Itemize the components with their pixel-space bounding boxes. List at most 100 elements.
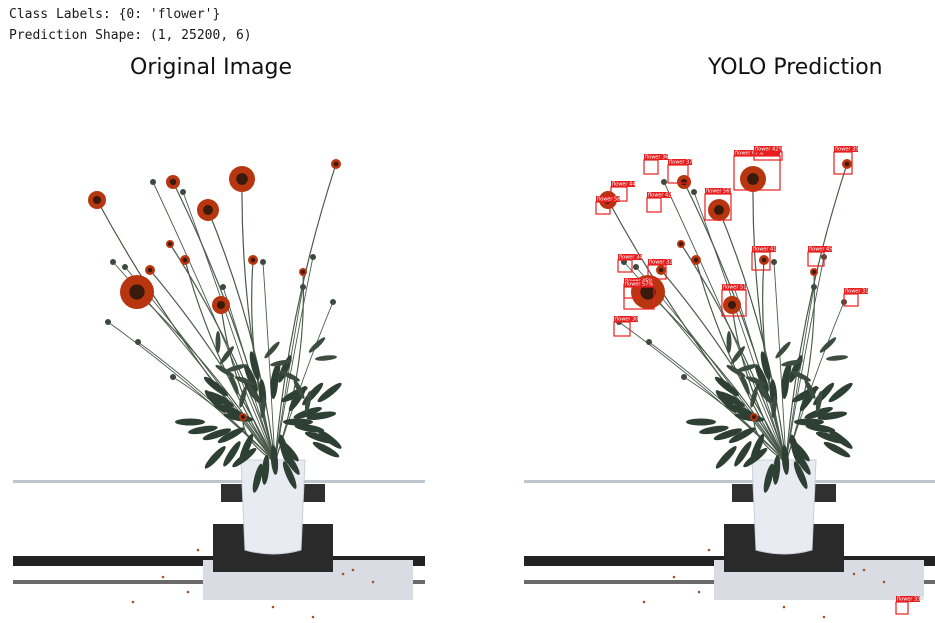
orig-leaf-15 <box>232 447 257 468</box>
pred-bud-0 <box>661 179 667 185</box>
detection-label-bg <box>624 281 654 287</box>
orig-leaf-16 <box>217 427 245 444</box>
detection-10: flower 34% <box>617 254 647 273</box>
detection-label: flower 37% <box>669 160 697 166</box>
detection-label-bg <box>596 196 620 202</box>
pred-upper-leaf-0 <box>726 331 732 353</box>
orig-leaf-27 <box>249 351 260 381</box>
orig-flower-center-6 <box>216 300 226 310</box>
orig-leaf-17 <box>202 428 232 441</box>
pred-bud-stem-11 <box>648 341 787 463</box>
orig-upper-leaf-4 <box>247 384 261 404</box>
orig-pot <box>240 459 306 555</box>
pred-flower-center-9 <box>812 270 816 274</box>
orig-leaf-30 <box>270 360 281 391</box>
pred-leaf-19 <box>686 418 716 426</box>
detection-label-bg <box>808 246 832 252</box>
pred-debris-3 <box>882 580 886 584</box>
pred-stem-0 <box>607 199 787 463</box>
pred-debris-5 <box>782 605 786 609</box>
orig-table-edge <box>13 480 425 483</box>
detection-box <box>646 197 662 213</box>
prediction-shape-line: Prediction Shape: (1, 25200, 6) <box>9 28 252 43</box>
pred-flower-center-5 <box>640 284 656 300</box>
detection-label-bg <box>648 259 672 265</box>
pred-leaf-27 <box>760 351 771 381</box>
detection-label: flower 31% <box>845 289 873 295</box>
pred-leaf-0 <box>794 418 824 426</box>
detection-16: flower 35% <box>833 146 863 175</box>
orig-debris-2 <box>351 568 355 572</box>
pred-bud-stem-1 <box>693 191 787 463</box>
detection-4: flower 56% <box>704 188 734 221</box>
orig-bud-4 <box>260 259 266 265</box>
orig-bud-stem-11 <box>137 341 276 463</box>
detection-label-bg <box>614 316 638 322</box>
orig-leaf-34 <box>317 382 342 403</box>
orig-bud-stem-5 <box>274 256 314 463</box>
orig-leaf-37 <box>306 411 337 420</box>
pred-upper-leaf-11 <box>819 337 837 353</box>
detection-1: flower 37% <box>667 159 697 184</box>
detection-13: flower 57% <box>623 281 655 310</box>
orig-bud-7 <box>105 319 111 325</box>
orig-flower-center-9 <box>301 270 305 274</box>
detection-label: flower 42% <box>755 147 783 153</box>
detection-11: flower 32% <box>647 259 677 280</box>
pred-upper-leaf-1 <box>731 346 745 364</box>
orig-flower-center-2 <box>236 173 248 185</box>
orig-upper-leaf-9 <box>293 379 305 399</box>
orig-flower-center-4 <box>333 161 339 167</box>
pred-leaf-15 <box>743 447 768 468</box>
detection-label: flower 36% <box>645 155 673 161</box>
yolo-prediction-title: YOLO Prediction <box>708 55 883 80</box>
detection-label-bg <box>844 288 868 294</box>
detection-0: flower 36% <box>643 154 673 175</box>
pred-flower-center-4 <box>844 161 850 167</box>
detection-label: flower 56% <box>706 189 734 195</box>
pred-bud-11 <box>646 339 652 345</box>
predicted-plant-photo: flower 36%flower 37%flower 67%flower 42%… <box>524 146 935 619</box>
pred-flower-center-8 <box>761 257 767 263</box>
pred-leaf-8 <box>790 434 801 464</box>
orig-bud-8 <box>170 374 176 380</box>
orig-upper-leaf-14 <box>229 373 239 395</box>
pred-upper-leaf-8 <box>791 370 811 382</box>
orig-upper-leaf-15 <box>239 386 247 408</box>
pred-leaf-13 <box>734 441 752 467</box>
pred-flower-center-3 <box>714 205 724 215</box>
detection-label-bg <box>896 596 920 602</box>
orig-bud-stem-7 <box>107 321 276 463</box>
detection-label: flower 34% <box>619 255 647 261</box>
detection-17: flower 31% <box>843 288 873 307</box>
original-image <box>13 112 425 622</box>
pred-leaf-23 <box>714 376 739 397</box>
pred-table-edge <box>524 480 935 483</box>
orig-flower-center-7 <box>147 267 153 273</box>
pred-leaf-17 <box>713 428 743 441</box>
detection-label-bg <box>647 192 671 198</box>
pred-debris-0 <box>672 575 676 579</box>
console-output: Class Labels: {0: 'flower'}Prediction Sh… <box>9 4 252 46</box>
pred-upper-leaf-10 <box>815 391 823 413</box>
orig-bud-2 <box>110 259 116 265</box>
orig-upper-leaf-6 <box>264 341 280 359</box>
pred-debris-4 <box>642 600 646 604</box>
detection-box <box>895 601 909 615</box>
detection-label: flower 41% <box>753 247 781 253</box>
pred-leaf-34 <box>828 382 853 403</box>
pred-upper-leaf-4 <box>758 384 772 404</box>
pred-leaf-11 <box>763 463 774 493</box>
pred-stem-3 <box>718 209 787 463</box>
orig-flower-center-0 <box>92 195 102 205</box>
orig-leaf-36 <box>293 407 322 419</box>
orig-bud-stem-0 <box>152 181 276 463</box>
orig-upper-leaf-12 <box>315 355 337 361</box>
detection-label-bg <box>705 188 731 194</box>
orig-upper-leaf-2 <box>225 364 247 372</box>
orig-leaf-13 <box>223 441 241 467</box>
detection-label: flower 51% <box>723 285 751 291</box>
orig-bud-stem-1 <box>182 191 276 463</box>
orig-leaf-8 <box>279 434 290 464</box>
pred-leaf-30 <box>781 360 792 391</box>
